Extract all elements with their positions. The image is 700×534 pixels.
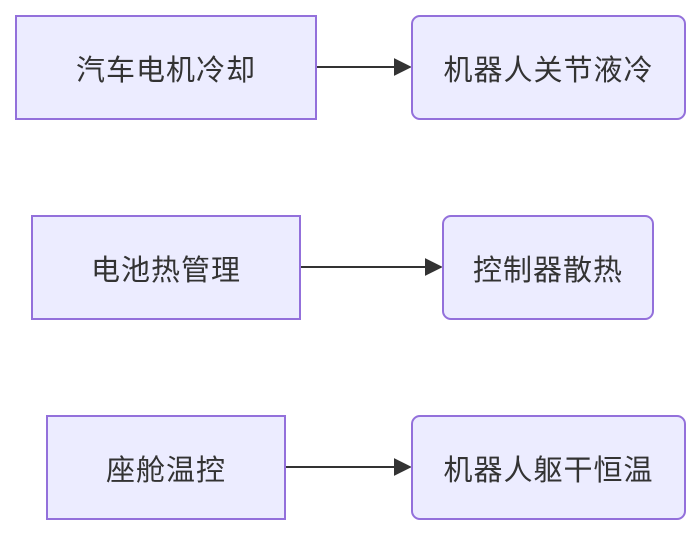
node-battery-thermal: 电池热管理 <box>31 215 301 320</box>
node-controller-cooling: 控制器散热 <box>442 215 654 320</box>
node-torso-constant-temp: 机器人躯干恒温 <box>411 415 686 520</box>
node-motor-cooling: 汽车电机冷却 <box>15 15 317 120</box>
node-joint-liquid-cooling: 机器人关节液冷 <box>411 15 686 120</box>
node-cabin-climate: 座舱温控 <box>46 415 286 520</box>
